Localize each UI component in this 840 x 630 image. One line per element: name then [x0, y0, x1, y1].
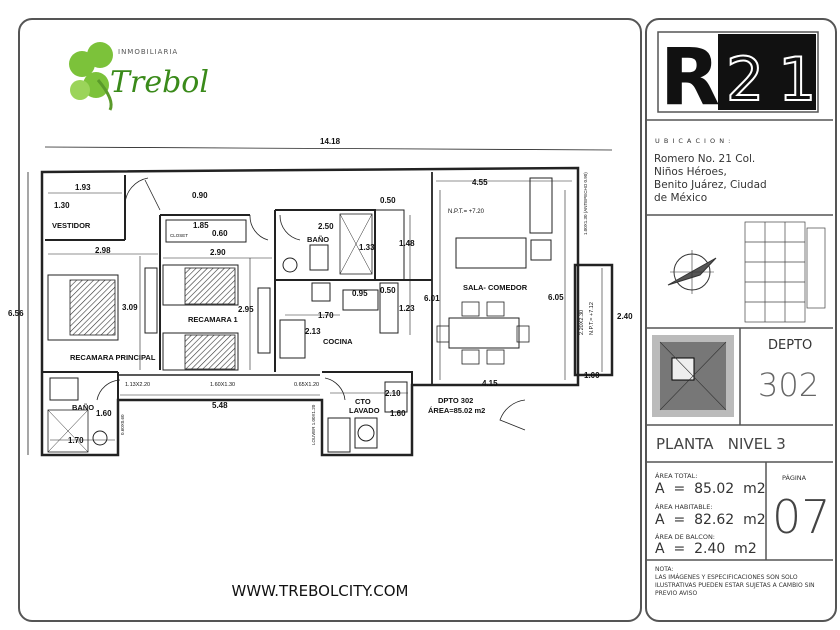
r21-logo: R 21	[657, 31, 830, 123]
dim: 1.33	[359, 243, 375, 252]
floor-plan	[27, 146, 614, 457]
website-link[interactable]: WWW.TREBOLCITY.COM	[231, 582, 409, 600]
note-title: NOTA:	[655, 566, 674, 573]
room-recamara-1: RECAMARA 1	[188, 315, 238, 324]
area-habitable-label: ÁREA HABITABLE:	[655, 503, 713, 511]
dim: 1.60	[390, 409, 406, 418]
dim: 0.50	[380, 286, 396, 295]
r21-number: 21	[726, 45, 830, 115]
floor-key-plan-thumbnail	[652, 335, 734, 417]
dim: 1.30	[54, 201, 70, 210]
room-cto: CTO	[355, 397, 371, 406]
address-line: Niños Héroes,	[654, 166, 727, 178]
title-block-grid	[645, 119, 833, 561]
area-balcony-value: A = 2.40 m2	[655, 541, 757, 557]
clover-icon	[69, 42, 113, 111]
dim: 1.23	[399, 304, 415, 313]
dim: 5.48	[212, 401, 228, 410]
window-size: 1.00X1.30 (ANTEPECHO 0.90)	[583, 172, 588, 235]
building-elevation-thumbnail	[744, 221, 826, 323]
note-text: LAS IMÁGENES Y ESPECIFICACIONES SON SOLO…	[655, 574, 815, 597]
dim: 2.13	[305, 327, 321, 336]
dim: 0.90	[192, 191, 208, 200]
logo-brand-top: INMOBILIARIA	[118, 48, 178, 56]
dim: 2.90	[210, 248, 226, 257]
dim: 1.85	[193, 221, 209, 230]
room-bano-left: BAÑO	[72, 403, 94, 412]
dim-total-width: 14.18	[320, 137, 341, 146]
level-npt-1: N.P.T.= +7.20	[448, 209, 485, 215]
depto-number: 302	[758, 366, 820, 404]
dim: 0.60	[212, 229, 228, 238]
dim: 6.05	[548, 293, 564, 302]
closet-label: CLOSET	[170, 233, 188, 238]
dim: 6.01	[424, 294, 440, 303]
dim: 0.95	[352, 289, 368, 298]
window-size: 0.65X1.20	[294, 382, 319, 388]
location-address: Romero No. 21 Col. Niños Héroes, Benito …	[654, 153, 767, 205]
dim: 2.40	[617, 312, 633, 321]
room-lavado: LAVADO	[349, 406, 380, 415]
dim: 1.70	[68, 436, 84, 445]
area-total-value: A = 85.02 m2	[655, 481, 766, 497]
trebol-logo: INMOBILIARIA Trebol	[69, 42, 209, 111]
dim: 1.00	[584, 371, 600, 380]
page-label: PÁGINA	[782, 474, 807, 482]
address-line: Romero No. 21 Col.	[654, 153, 756, 165]
room-sala-comedor: SALA- COMEDOR	[463, 283, 528, 292]
window-size: LOUVER 1.00X1.20	[311, 404, 316, 445]
level-npt-2: N.P.T.= +7.12	[589, 302, 595, 335]
room-recamara-principal: RECAMARA PRINCIPAL	[70, 353, 156, 362]
dim: 2.95	[238, 305, 254, 314]
location-heading: U B I C A C I O N :	[655, 137, 732, 145]
dpto-label: DPTO 302	[438, 396, 473, 405]
window-size: 2.20X2.30	[579, 310, 585, 335]
dim: 4.15	[482, 379, 498, 388]
dim: 1.93	[75, 183, 91, 192]
dim: 4.55	[472, 178, 488, 187]
dpto-area: ÁREA=85.02 m2	[428, 406, 485, 415]
dim: 2.98	[95, 246, 111, 255]
dim: 1.48	[399, 239, 415, 248]
plan-sheet	[18, 18, 642, 622]
dim: 0.50	[380, 196, 396, 205]
room-bano: BAÑO	[307, 235, 329, 244]
area-habitable-value: A = 82.62 m2	[655, 512, 766, 528]
dim: 3.09	[122, 303, 138, 312]
area-total-label: ÁREA TOTAL:	[655, 472, 698, 480]
dim-total-height: 6.56	[8, 309, 24, 318]
room-cocina: COCINA	[323, 337, 353, 346]
address-line: de México	[654, 192, 708, 204]
logo-brand-name: Trebol	[110, 65, 209, 100]
dim: 2.10	[385, 389, 401, 398]
r21-letter: R	[660, 33, 720, 123]
plan-level: PLANTA NIVEL 3	[656, 435, 786, 453]
room-vestidor: VESTIDOR	[52, 221, 91, 230]
window-size: 1.60X1.30	[210, 382, 235, 388]
address-line: Benito Juárez, Ciudad	[654, 179, 767, 191]
dim: 1.60	[96, 409, 112, 418]
dim: 1.70	[318, 311, 334, 320]
window-size: 1.13X2.20	[125, 382, 150, 388]
window-size: 0.60X0.60	[120, 414, 125, 435]
dim: 2.50	[318, 222, 334, 231]
depto-label: DEPTO	[768, 338, 813, 353]
page-number: 07	[772, 490, 831, 544]
plan-labels: 14.18 6.56 1.93 1.30 VESTIDOR 0.90 1.85 …	[8, 137, 633, 445]
area-balcony-label: ÁREA DE BALCON:	[655, 533, 715, 541]
north-compass-icon	[667, 250, 717, 294]
